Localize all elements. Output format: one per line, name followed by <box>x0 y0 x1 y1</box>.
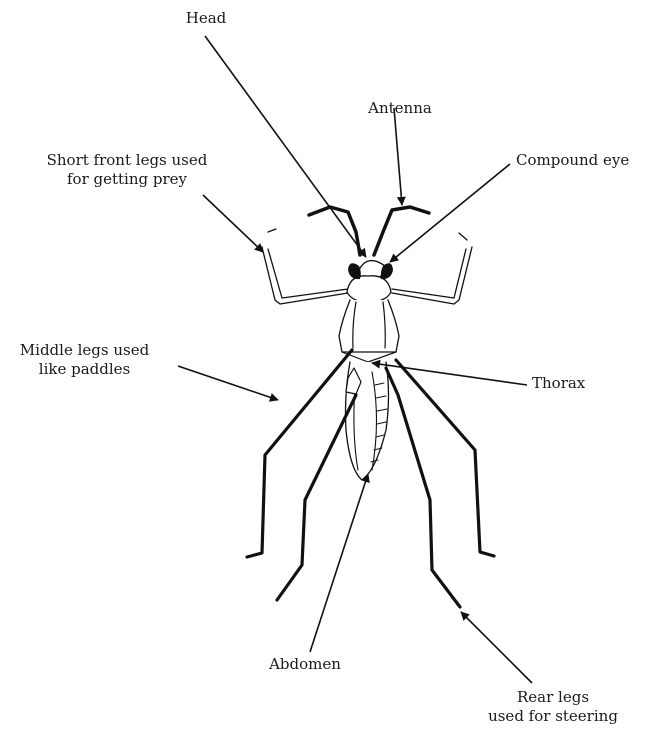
label-rear-legs-line-1: Rear legs <box>468 688 638 707</box>
abdomen-pointer <box>310 474 368 652</box>
label-rear-legs-line-2: used for steering <box>468 707 638 726</box>
right-front-leg <box>392 233 472 304</box>
head-pointer <box>205 36 366 257</box>
rear-legs-pointer <box>461 612 532 683</box>
thorax-pointer <box>372 363 527 385</box>
label-middle-legs-line-2: like paddles <box>7 360 162 379</box>
middle-legs-pointer <box>178 366 278 400</box>
label-compound-eye: Compound eye <box>516 151 629 170</box>
compound-eye-pointer <box>390 164 510 262</box>
right-middle-leg <box>396 360 494 556</box>
label-abdomen: Abdomen <box>250 655 360 674</box>
label-head: Head <box>176 9 236 28</box>
label-thorax: Thorax <box>532 374 585 393</box>
front-legs-pointer <box>203 195 263 252</box>
label-front-legs-line-2: for getting prey <box>22 170 232 189</box>
left-front-leg <box>262 229 348 304</box>
label-rear-legs: Rear legs used for steering <box>468 688 638 726</box>
label-front-legs: Short front legs used for getting prey <box>22 151 232 189</box>
label-middle-legs-line-1: Middle legs used <box>7 341 162 360</box>
right-rear-leg <box>386 368 460 607</box>
left-middle-leg <box>247 350 352 557</box>
thorax <box>347 276 391 302</box>
label-antenna: Antenna <box>345 99 455 118</box>
label-middle-legs: Middle legs used like paddles <box>7 341 162 379</box>
right-antenna <box>374 207 429 255</box>
label-front-legs-line-1: Short front legs used <box>22 151 232 170</box>
antenna-pointer <box>394 108 402 205</box>
